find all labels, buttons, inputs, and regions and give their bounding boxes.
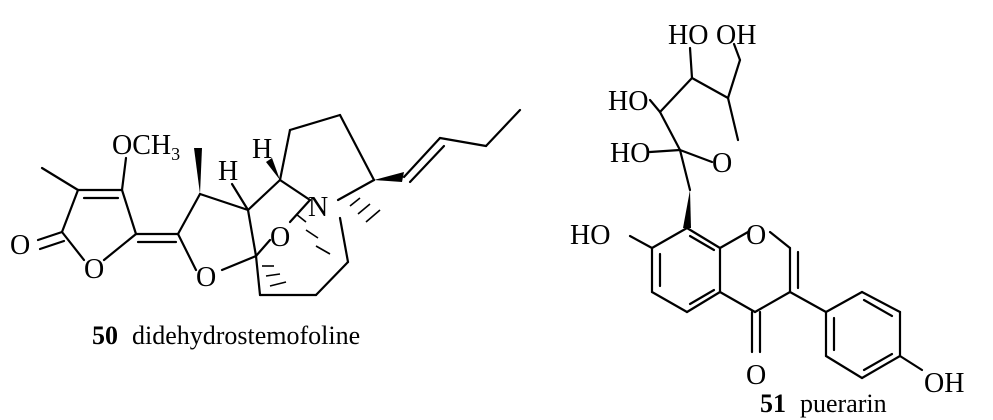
atom-h-right: H <box>252 134 272 165</box>
atom-h-left: H <box>218 156 238 187</box>
hashed-bond-cage <box>262 197 381 287</box>
atom-ho-top-left: HO <box>668 20 708 51</box>
atom-ho-lower: HO <box>610 138 650 169</box>
compound-51-caption: 51 puerarin <box>760 389 887 418</box>
compound-50-structure: OCH3 O O H H N O O 50 didehydrostemofoli… <box>10 108 522 350</box>
compound-51-number: 51 <box>760 389 786 418</box>
atom-oh-phenol: OH <box>924 368 964 399</box>
atom-o-bridge: O <box>270 222 290 253</box>
atom-n: N <box>308 192 328 223</box>
atom-och3: OCH3 <box>112 130 180 164</box>
atom-o-ketone: O <box>746 360 766 391</box>
atom-o-chromone: O <box>746 220 766 251</box>
atom-o-carbonyl: O <box>10 230 30 261</box>
compound-51-structure: HO OH HO HO O HO O O OH 51 puerarin <box>570 20 964 418</box>
atom-o-lactone: O <box>84 254 104 285</box>
atom-ho-mid: HO <box>608 86 648 117</box>
atom-o-ring-sugar: O <box>712 148 732 179</box>
atom-o-thf: O <box>196 262 216 293</box>
compound-51-name: puerarin <box>800 389 887 418</box>
compound-50-caption: 50 didehydrostemofoline <box>92 321 360 350</box>
compound-50-number: 50 <box>92 321 118 350</box>
atom-oh-top-right: OH <box>716 20 756 51</box>
compound-50-name: didehydrostemofoline <box>132 321 360 350</box>
atom-ho-aryl: HO <box>570 220 610 251</box>
